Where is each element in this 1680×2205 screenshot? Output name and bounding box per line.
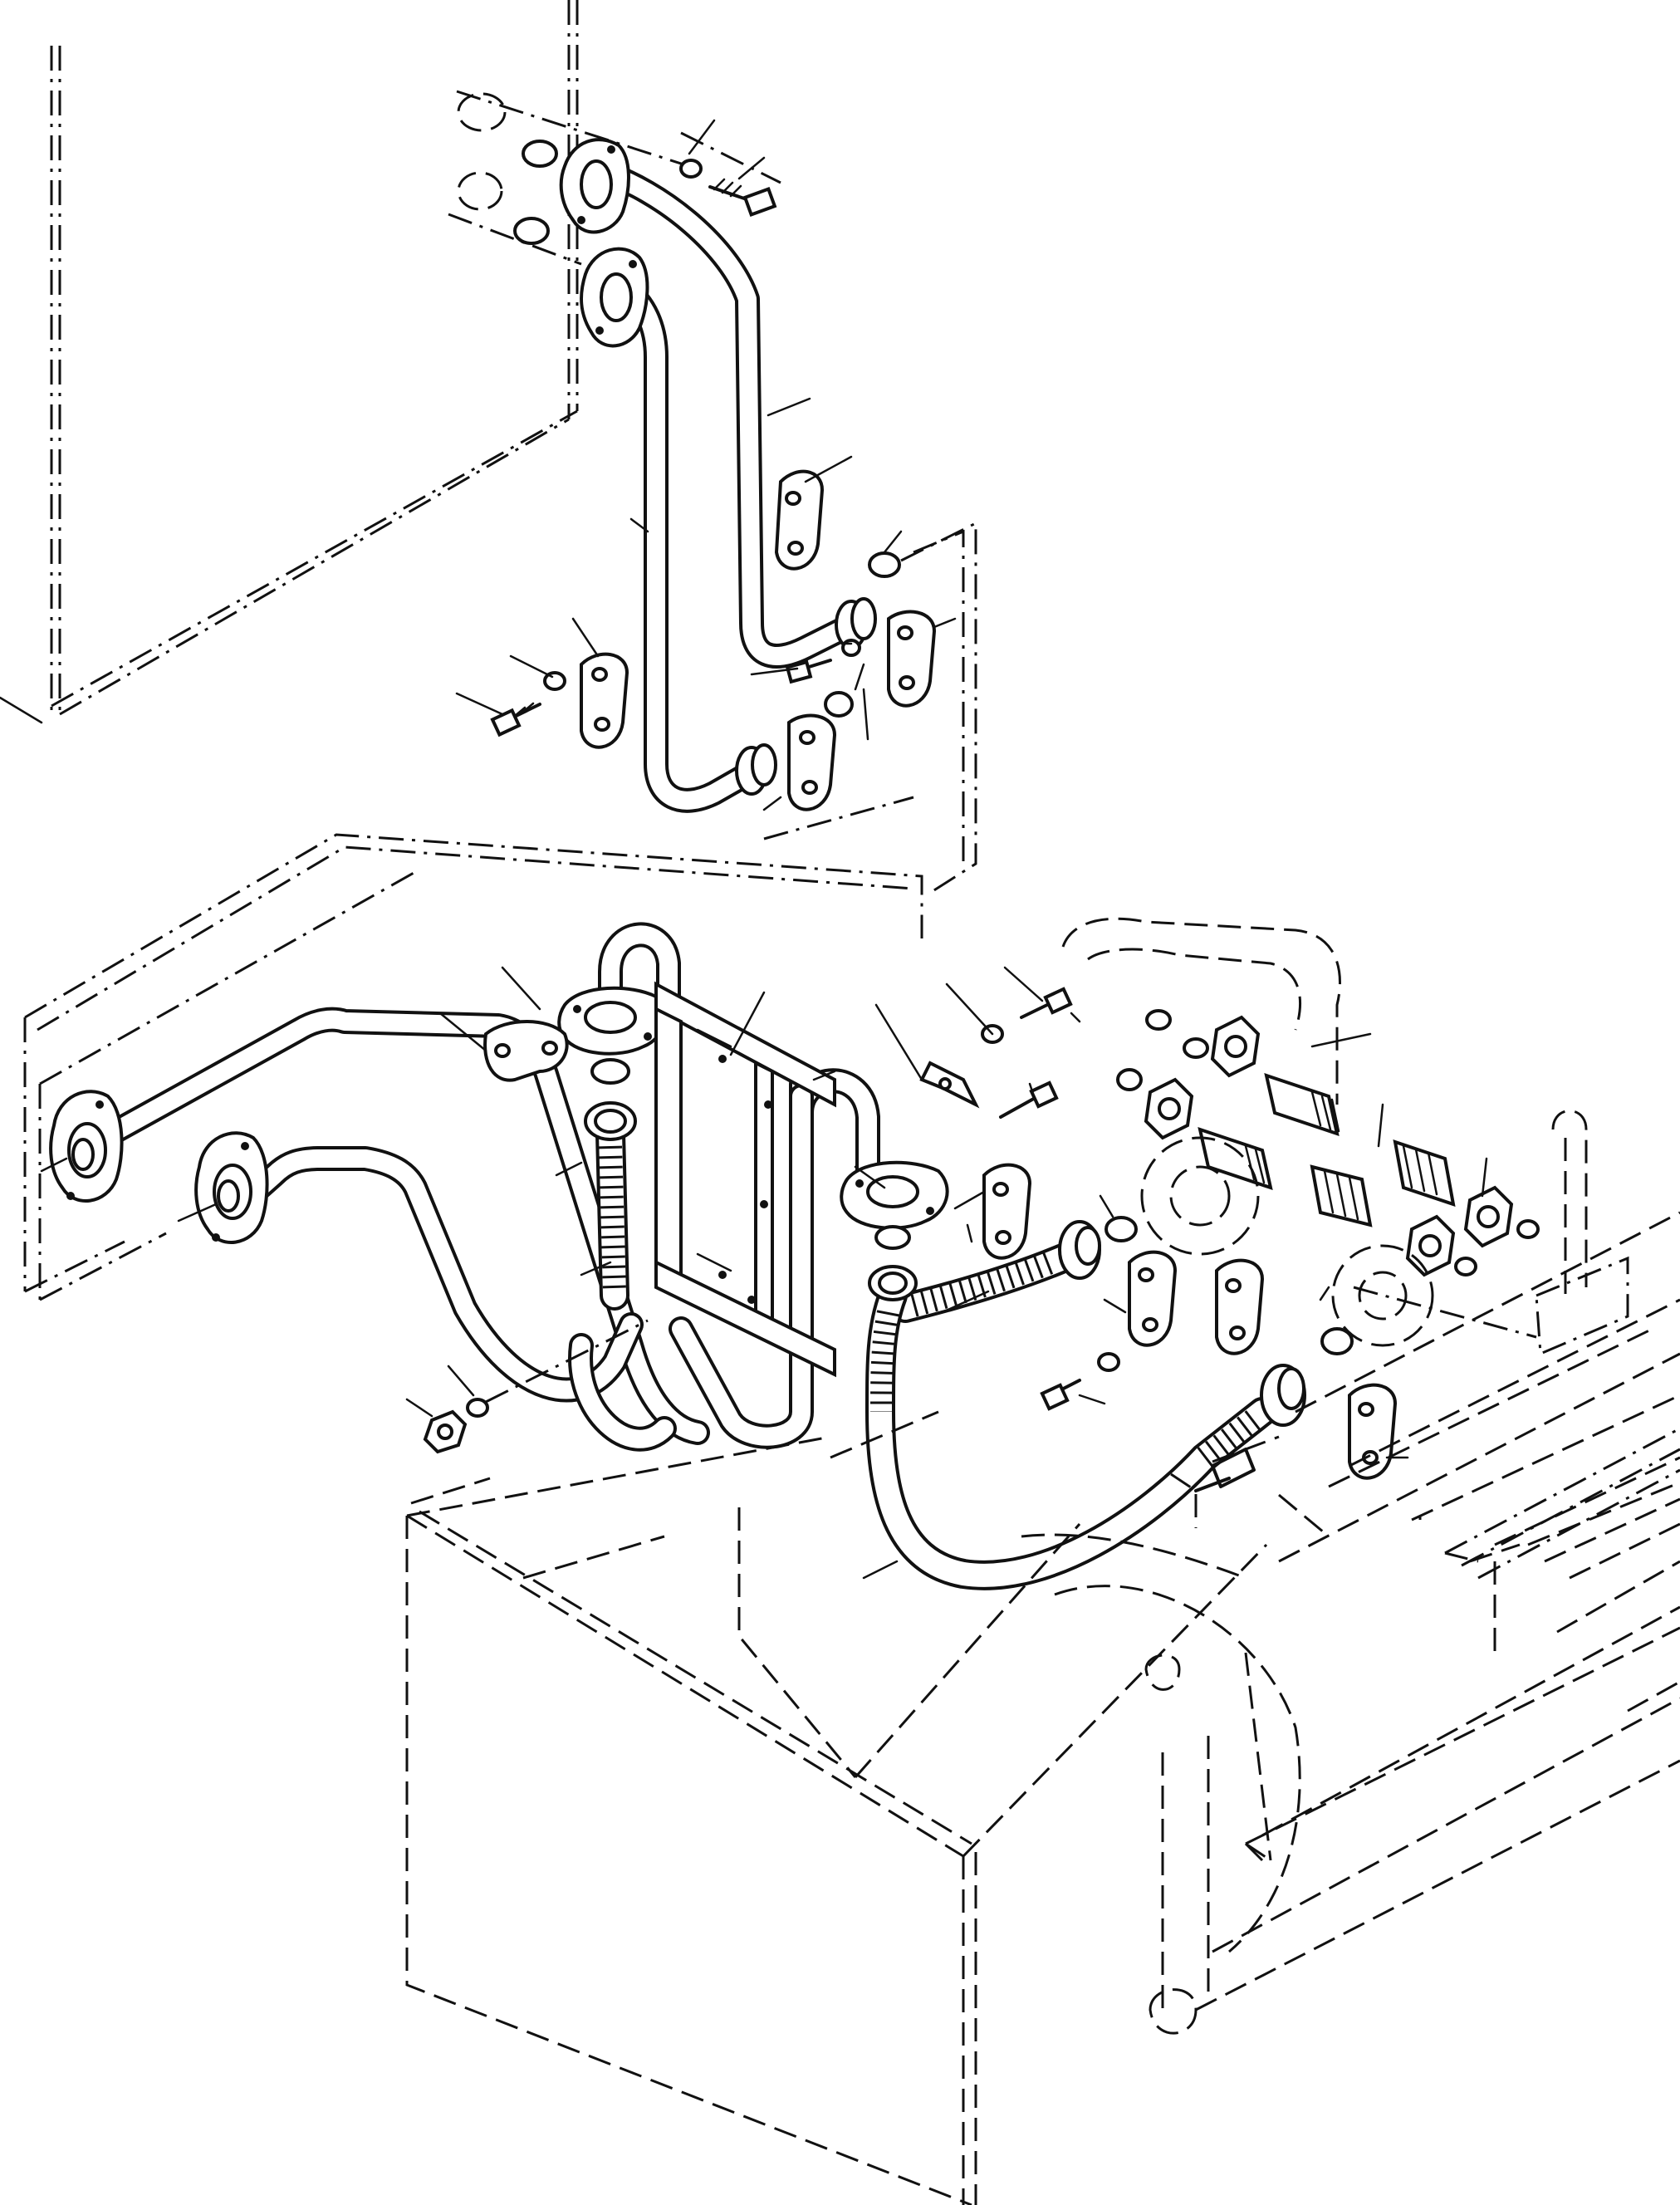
upper-threaded-ends xyxy=(735,597,877,796)
lower-left-flanges xyxy=(40,1090,269,1244)
upper-flange xyxy=(559,138,649,348)
split-flange-clamps xyxy=(580,469,937,811)
lower-o-rings xyxy=(590,1058,1354,1355)
mounting-bracket xyxy=(654,981,836,1378)
lower-clamps xyxy=(483,1020,1398,1480)
upper-right-outline xyxy=(763,521,977,894)
u-pipes xyxy=(568,922,880,1452)
hydraulic-fittings xyxy=(1116,1009,1540,1277)
flexible-hoses xyxy=(584,1101,1306,1590)
upper-leader-lines xyxy=(455,119,957,811)
frame-rail-details xyxy=(1194,1427,1680,1862)
frame-outline xyxy=(405,1211,1680,2205)
upper-left-wall-outline xyxy=(0,0,579,724)
lower-manifold-outline xyxy=(23,833,923,1301)
lower-leader-lines xyxy=(438,966,1488,1580)
upper-o-rings xyxy=(513,140,901,718)
lower-fasteners xyxy=(405,987,1120,1454)
pump-outline xyxy=(1061,917,1629,1356)
